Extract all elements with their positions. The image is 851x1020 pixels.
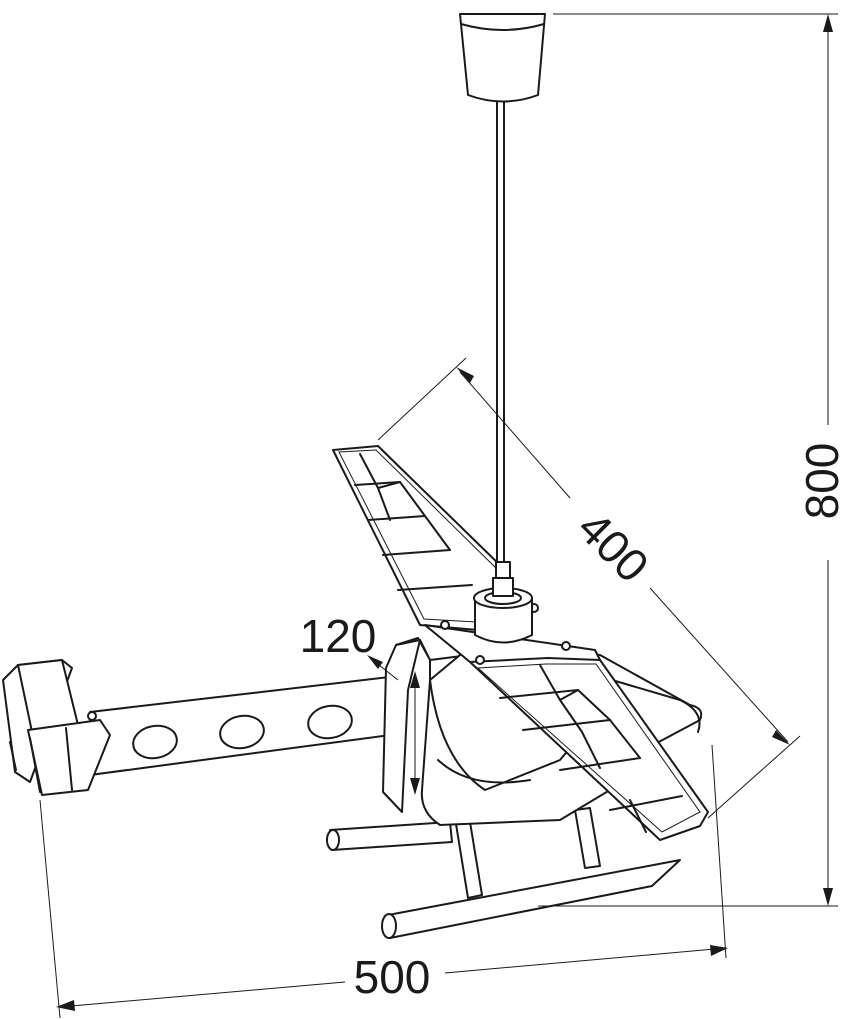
width-dimension-label: 500 <box>354 951 431 1003</box>
tail-fin <box>2 659 111 796</box>
blade-dimension-label: 400 <box>568 501 659 592</box>
lamp-holder <box>473 561 533 644</box>
landing-skids <box>326 807 681 939</box>
dimension-lines <box>39 13 838 1019</box>
suspension-cable <box>496 101 505 563</box>
rotor-blade <box>332 445 709 841</box>
depth-dimension-label: 120 <box>300 610 377 662</box>
tail-boom <box>89 675 399 776</box>
height-dimension-label: 800 <box>796 443 848 520</box>
ceiling-canopy <box>459 13 546 103</box>
